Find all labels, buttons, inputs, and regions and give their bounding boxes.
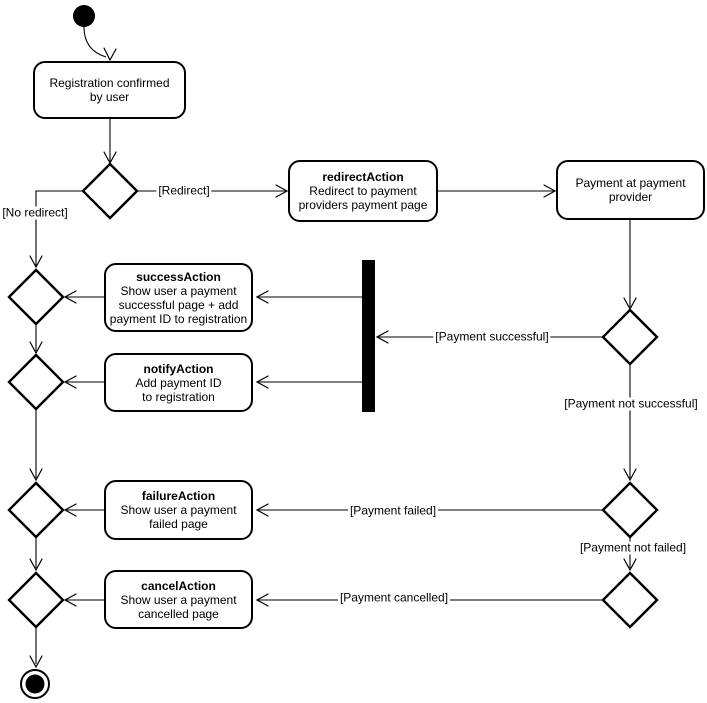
edge-success-action-to-merge1 — [63, 290, 104, 304]
merge-1 — [7, 268, 65, 326]
edge-label-payment-not-failed: [Payment not failed] — [577, 540, 689, 555]
edge-result-decision-to-failed-decision — [623, 364, 637, 482]
decision-payment-result — [601, 308, 659, 366]
action-failure-title: failureAction — [141, 489, 216, 503]
action-payment-provider-label: Payment at payment provider — [575, 176, 686, 204]
edge-merge3-to-merge4 — [29, 537, 43, 572]
edge-payment-provider-to-result-decision — [623, 220, 637, 311]
edge-label-payment-failed: [Payment failed] — [347, 503, 439, 518]
action-redirect-title: redirectAction — [322, 170, 404, 184]
decision-redirect — [81, 162, 139, 220]
initial-node — [73, 5, 95, 27]
edge-label-no-redirect: [No redirect] — [0, 205, 70, 220]
action-success-title: successAction — [136, 269, 221, 284]
edge-merge1-to-merge2 — [29, 324, 43, 355]
edge-label-redirect: [Redirect] — [156, 183, 212, 198]
action-registration: Registration confirmed by user — [33, 61, 186, 119]
edge-label-payment-cancelled: [Payment cancelled] — [337, 590, 451, 605]
merge-4 — [7, 571, 65, 629]
action-failure: failureAction Show user a payment failed… — [104, 480, 253, 540]
decision-payment-cancelled — [601, 571, 659, 629]
action-notify-title: notifyAction — [143, 361, 214, 376]
edge-no-redirect-to-merge1 — [29, 190, 83, 269]
edge-redirect-action-to-payment-provider — [438, 184, 557, 198]
edge-fork-to-success-action — [255, 290, 362, 304]
action-redirect: redirectAction Redirect to payment provi… — [288, 160, 438, 222]
edge-fork-to-notify-action — [255, 375, 362, 389]
action-cancel: cancelAction Show user a payment cancell… — [104, 570, 253, 629]
edge-cancel-action-to-merge4 — [63, 593, 104, 607]
action-success-body: Show user a payment successful page + ad… — [109, 283, 248, 326]
action-payment-provider: Payment at payment provider — [556, 160, 705, 220]
merge-3 — [7, 481, 65, 539]
edge-merge4-to-final — [29, 627, 43, 669]
action-cancel-title: cancelAction — [141, 578, 216, 593]
action-success: successAction Show user a payment succes… — [104, 263, 253, 332]
edge-start-to-registration — [83, 26, 117, 62]
action-registration-label: Registration confirmed by user — [49, 76, 170, 104]
edge-label-payment-successful: [Payment successful] — [433, 329, 551, 344]
edge-registration-to-redirect-decision — [103, 119, 117, 165]
final-node — [20, 669, 50, 699]
edge-merge2-to-merge3 — [29, 409, 43, 482]
decision-payment-failed — [601, 481, 659, 539]
action-cancel-body: Show user a payment cancelled page — [120, 592, 237, 621]
action-notify: notifyAction Add payment ID to registrat… — [104, 353, 253, 412]
edge-notify-action-to-merge2 — [63, 375, 104, 389]
fork-bar — [362, 260, 375, 412]
action-failure-body: Show user a payment failed page — [120, 503, 237, 531]
merge-2 — [7, 353, 65, 411]
action-redirect-body: Redirect to payment providers payment pa… — [298, 184, 428, 212]
edge-failure-action-to-merge3 — [63, 503, 104, 517]
action-notify-body: Add payment ID to registration — [135, 375, 222, 404]
edge-label-payment-not-successful: [Payment not successful] — [562, 396, 700, 411]
